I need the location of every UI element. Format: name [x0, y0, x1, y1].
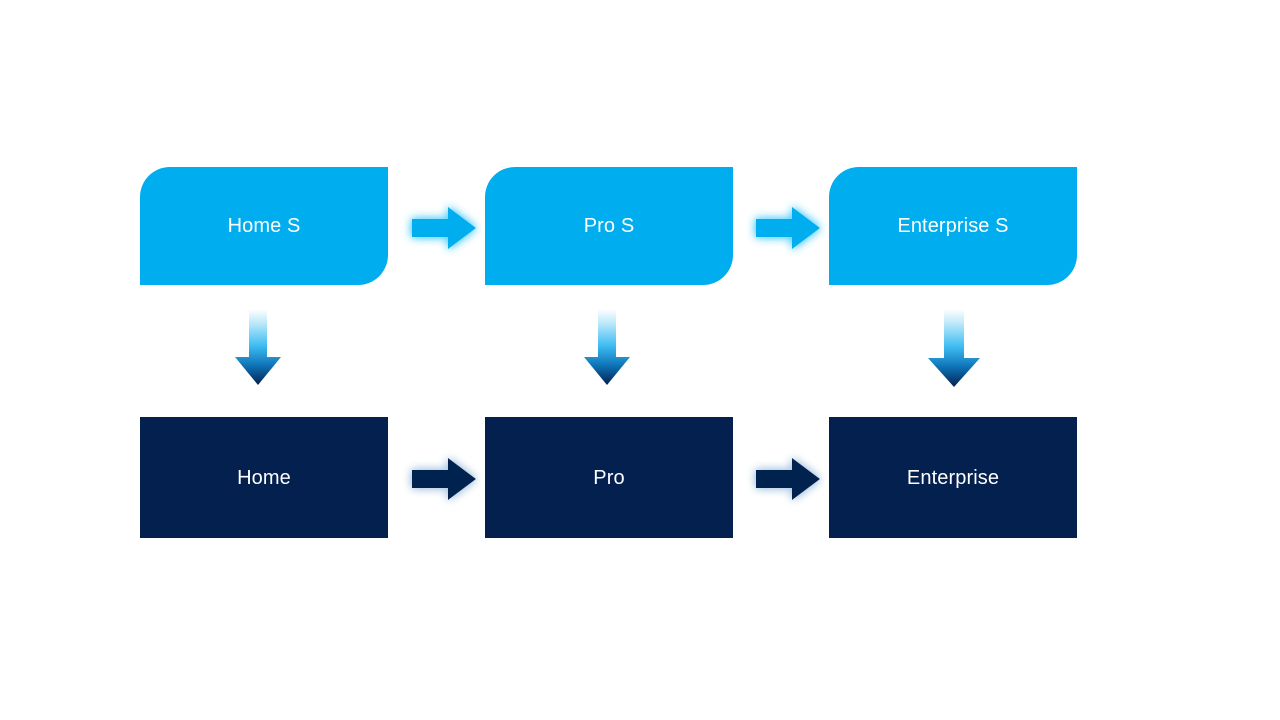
right-arrow-icon: [750, 200, 826, 256]
node-pro[interactable]: Pro: [485, 417, 733, 538]
node-label: Pro: [593, 466, 625, 489]
node-enterprise-s[interactable]: Enterprise S: [829, 167, 1077, 285]
down-arrow-icon: [228, 305, 288, 395]
node-pro-s[interactable]: Pro S: [485, 167, 733, 285]
down-arrow-icon: [921, 305, 987, 397]
right-arrow-icon: [406, 200, 482, 256]
down-arrow-icon: [577, 305, 637, 395]
node-home[interactable]: Home: [140, 417, 388, 538]
node-label: Home: [237, 466, 291, 489]
node-label: Home S: [227, 215, 301, 237]
right-arrow-icon: [750, 451, 826, 507]
node-label: Pro S: [583, 215, 635, 237]
right-arrow-icon: [406, 451, 482, 507]
node-label: Enterprise S: [897, 215, 1009, 237]
node-label: Enterprise: [906, 466, 1000, 489]
node-enterprise[interactable]: Enterprise: [829, 417, 1077, 538]
node-home-s[interactable]: Home S: [140, 167, 388, 285]
